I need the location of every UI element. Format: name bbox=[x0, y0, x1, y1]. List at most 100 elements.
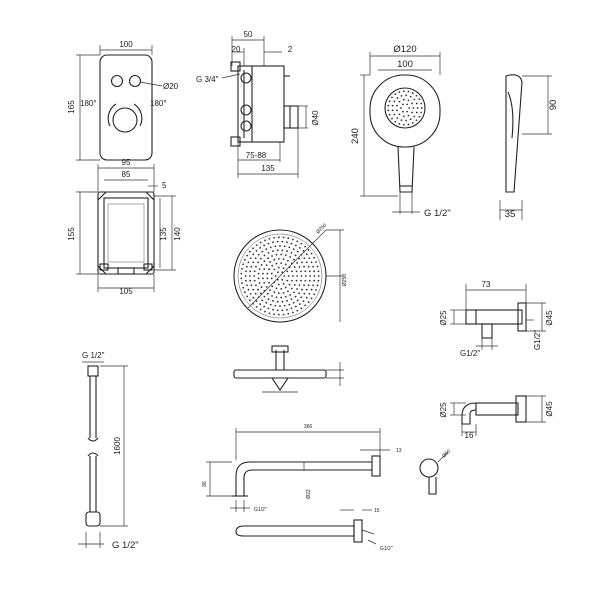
arm-d13-label: 13 bbox=[396, 448, 402, 454]
nozzle-dot bbox=[301, 261, 303, 264]
nozzle-dot bbox=[288, 246, 291, 249]
frame-h135-label: 135 bbox=[159, 227, 168, 241]
hand-shower-drawing: Ø120 100 240 G 1/2" 90 35 bbox=[350, 44, 559, 220]
outlet-connector bbox=[481, 323, 493, 339]
hand-shower-side bbox=[505, 74, 523, 193]
nozzle-dot bbox=[275, 253, 278, 256]
nozzle-dot bbox=[298, 303, 301, 305]
nozzle-dot bbox=[241, 267, 243, 270]
nozzle-dot bbox=[284, 295, 287, 298]
nozzle-dot bbox=[300, 275, 303, 277]
nozzle-dot bbox=[258, 281, 261, 284]
frame-outer bbox=[97, 191, 155, 275]
nozzle-dot bbox=[295, 270, 298, 273]
nozzle-dot bbox=[243, 258, 246, 261]
nozzle-dot bbox=[315, 261, 317, 263]
nozzle-dot bbox=[283, 245, 286, 248]
frame-w105-label: 105 bbox=[119, 287, 133, 296]
nozzle-dot bbox=[391, 117, 393, 120]
nozzle-dot bbox=[240, 272, 243, 275]
nozzle-dot bbox=[286, 308, 288, 311]
hose-upper-section bbox=[89, 376, 97, 438]
nozzle-dot bbox=[250, 265, 253, 268]
nozzle-dot bbox=[265, 285, 268, 288]
nozzle-dot bbox=[263, 260, 266, 263]
nozzle-dot bbox=[407, 99, 410, 102]
nozzle-dot bbox=[313, 256, 315, 259]
nozzle-dot bbox=[272, 241, 274, 244]
nozzle-dot bbox=[266, 272, 269, 275]
nozzle-dot bbox=[259, 247, 262, 249]
nozzle-dot bbox=[277, 283, 280, 286]
nozzle-dot bbox=[316, 284, 319, 287]
nozzle-dot bbox=[304, 304, 307, 307]
nozzle-dot bbox=[267, 307, 270, 310]
nozzle-dot bbox=[279, 245, 281, 247]
nozzle-dot bbox=[296, 309, 299, 312]
nozzle-dot bbox=[415, 119, 418, 122]
nozzle-dot bbox=[249, 270, 252, 273]
rotation-left-label: 180° bbox=[80, 99, 97, 108]
nozzle-dot bbox=[391, 109, 394, 112]
nozzle-dot bbox=[308, 292, 311, 295]
holder-flange bbox=[515, 395, 527, 423]
nozzle-dot bbox=[249, 292, 252, 295]
nozzle-dot bbox=[317, 275, 320, 277]
nozzle-dot bbox=[269, 289, 271, 291]
nozzle-dot bbox=[418, 98, 421, 101]
nozzle-dot bbox=[312, 284, 315, 287]
arm-length-label: 366 bbox=[304, 424, 313, 430]
nozzle-dot bbox=[303, 292, 306, 295]
nozzle-dot bbox=[300, 307, 303, 310]
nozzle-dot bbox=[242, 286, 245, 289]
nozzle-dot bbox=[391, 96, 393, 99]
nozzle-dot bbox=[270, 272, 273, 275]
nozzle-dot bbox=[287, 259, 289, 262]
nozzle-dot bbox=[292, 248, 295, 251]
nozzle-dot bbox=[267, 298, 270, 300]
hose-length-label: 1600 bbox=[113, 437, 122, 455]
outlet-d25-label: Ø25 bbox=[439, 310, 448, 326]
nozzle-dot bbox=[267, 257, 269, 260]
nozzle-dot bbox=[300, 242, 303, 245]
nozzle-dot bbox=[289, 256, 291, 258]
nozzle-dot bbox=[292, 275, 294, 277]
nozzle-dot bbox=[396, 104, 398, 107]
nozzle-dot bbox=[288, 303, 291, 306]
nozzle-dot bbox=[265, 264, 268, 267]
nozzle-dot bbox=[411, 122, 414, 124]
nozzle-dot bbox=[275, 287, 278, 290]
nozzle-dot bbox=[241, 282, 243, 285]
nozzle-dot bbox=[420, 107, 423, 109]
nozzle-dot bbox=[305, 296, 308, 299]
nozzle-dot bbox=[291, 311, 294, 314]
nozzle-dot bbox=[284, 263, 287, 266]
nozzle-dot bbox=[310, 252, 313, 255]
hose-nut-top bbox=[87, 365, 99, 377]
nozzle-dot bbox=[286, 279, 289, 282]
hand-side-h-label: 90 bbox=[548, 100, 559, 111]
nozzle-dot bbox=[291, 270, 293, 273]
nozzle-dot bbox=[303, 265, 305, 268]
box-d20-label: 20 bbox=[232, 45, 241, 54]
nozzle-dot bbox=[267, 292, 269, 295]
nozzle-dot bbox=[402, 123, 405, 126]
head-dia-a-label: Ø250 bbox=[315, 222, 328, 235]
nozzle-dot bbox=[413, 98, 416, 101]
nozzle-dot bbox=[291, 238, 294, 241]
nozzle-dot bbox=[290, 287, 293, 290]
nozzle-dot bbox=[398, 100, 401, 103]
hand-dia-label: Ø120 bbox=[393, 44, 416, 55]
box-d135-label: 135 bbox=[261, 164, 275, 173]
nozzle-dot bbox=[260, 292, 262, 295]
nozzle-dot bbox=[257, 277, 260, 280]
nozzle-dot bbox=[261, 299, 264, 302]
frame-h140-label: 140 bbox=[173, 227, 182, 241]
head-dia-b-label: Ø250 bbox=[342, 274, 348, 286]
nozzle-dot bbox=[249, 275, 251, 277]
nozzle-dot bbox=[411, 92, 414, 94]
hand-thread-label: G 1/2" bbox=[424, 208, 451, 219]
nozzle-dot bbox=[248, 299, 251, 302]
nozzle-dot bbox=[246, 254, 249, 257]
